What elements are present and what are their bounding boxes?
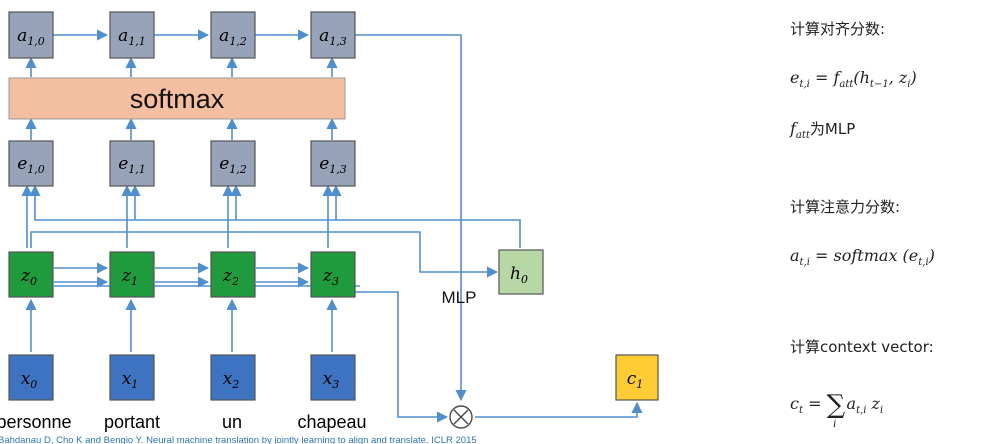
attention-diagram: a1,0 a1,1 a1,2 a1,3 softmax e1,0 e1,1 e1… — [0, 11, 659, 444]
energy-box — [8, 140, 54, 187]
citation-text: Bahdanau D, Cho K and Bengio Y. Neural m… — [0, 435, 477, 444]
softmax-label: softmax — [130, 84, 225, 114]
source-word: un — [222, 412, 242, 432]
source-word: personne — [0, 412, 72, 432]
mlp-label: MLP — [442, 288, 477, 307]
input-box — [109, 354, 155, 401]
multiply-node — [449, 405, 473, 429]
encoder-state-box — [109, 251, 155, 298]
encoder-state-box — [8, 251, 54, 298]
attention-score-title: 计算注意力分数: — [790, 198, 901, 216]
fatt-note: fatt为MLP — [790, 119, 856, 142]
energy-box — [109, 140, 155, 187]
encoder-state-box — [310, 251, 356, 298]
source-word: chapeau — [297, 412, 366, 432]
context-vector-formula: ct = ∑i at,i zi — [790, 390, 884, 431]
decoder-state-box — [498, 249, 544, 295]
context-vector-title: 计算context vector: — [790, 338, 934, 356]
context-box — [615, 354, 659, 401]
align-score-title: 计算对齐分数: — [790, 20, 886, 38]
alpha-label: a1,3 — [319, 26, 347, 48]
softmax-layer — [8, 77, 346, 120]
input-row: x0 x1 x2 x3 — [8, 354, 356, 401]
explanation-panel: 计算对齐分数: et,i = fatt(ht−1, zi) fatt为MLP 计… — [760, 0, 997, 444]
input-box — [210, 354, 256, 401]
encoder-state-box — [210, 251, 256, 298]
attention-score-formula: at,i = softmax (et,i) — [790, 246, 935, 269]
alpha-box — [8, 11, 54, 59]
input-box — [310, 354, 356, 401]
alpha-row: a1,0 a1,1 a1,2 a1,3 — [8, 11, 356, 59]
fatt-note-text: 为MLP — [809, 120, 856, 138]
align-score-formula: et,i = fatt(ht−1, zi) — [790, 68, 917, 91]
connector-lines — [21, 29, 643, 423]
alpha-box — [210, 11, 256, 59]
energy-box — [210, 140, 256, 187]
energy-row: e1,0 e1,1 e1,2 e1,3 — [8, 140, 356, 187]
alpha-box — [310, 11, 356, 59]
energy-box — [310, 140, 356, 187]
encoder-row: z0 z1 z2 z3 — [8, 251, 356, 298]
input-box — [8, 354, 54, 401]
alpha-box — [109, 11, 155, 59]
source-word: portant — [104, 412, 160, 432]
